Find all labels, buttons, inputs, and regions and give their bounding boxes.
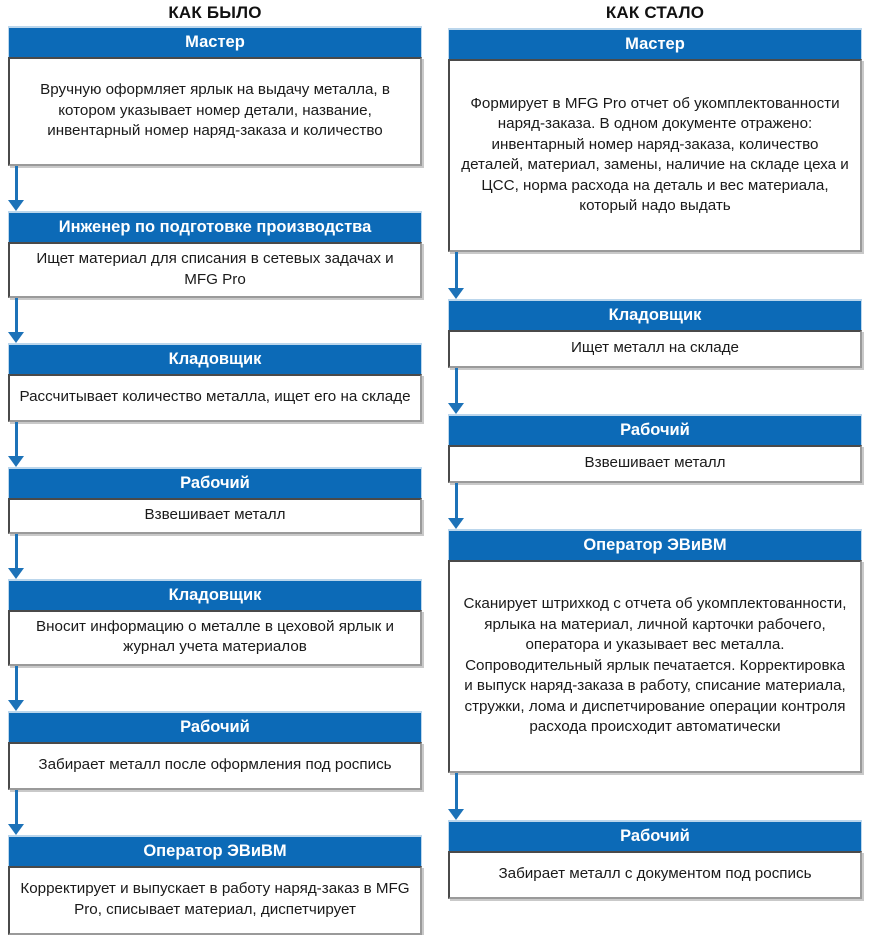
block-role-header: Кладовщик (8, 578, 422, 610)
block-role-header: Мастер (448, 28, 862, 59)
block-role-header: Кладовщик (8, 343, 422, 374)
arrow-shaft (454, 483, 458, 519)
block-description: Забирает металл с документом под роспись (448, 851, 862, 899)
block-description: Вносит информацию о металле в цеховой яр… (8, 609, 422, 666)
arrow-shaft (14, 665, 18, 701)
flow-arrow-down-icon (448, 252, 464, 299)
arrow-shaft (14, 422, 18, 457)
block-description: Корректирует и выпускает в работу наряд-… (8, 865, 422, 935)
arrow-head (8, 699, 24, 711)
block-description: Вручную оформляет ярлык на выдачу металл… (8, 57, 422, 166)
block-role-header: Рабочий (448, 414, 862, 445)
flow-arrow-down-icon (8, 665, 24, 711)
block-role-header: Кладовщик (448, 299, 862, 330)
arrow-head (8, 456, 24, 467)
block-role-header: Рабочий (8, 710, 422, 742)
block-role-header: Рабочий (8, 467, 422, 498)
block-role-header: Оператор ЭВиВМ (448, 529, 862, 560)
block-description: Формирует в MFG Pro отчет об укомплектов… (448, 59, 862, 252)
arrow-head (448, 403, 464, 414)
block-role-header: Инженер по подготовке производства (8, 211, 422, 242)
flow-arrow-down-icon (8, 422, 24, 467)
arrow-shaft (454, 368, 458, 404)
block-description: Взвешивает металл (8, 498, 422, 534)
block-role-header: Рабочий (448, 820, 862, 851)
arrow-head (448, 809, 464, 820)
flow-arrow-down-icon (448, 773, 464, 820)
block-description: Рассчитывает количество металла, ищет ег… (8, 374, 422, 422)
block-role-header: Мастер (8, 26, 422, 57)
block-description: Ищет металл на складе (448, 330, 862, 368)
flow-arrow-down-icon (8, 789, 24, 835)
arrow-head (448, 288, 464, 299)
arrow-shaft (454, 252, 458, 289)
arrow-head (8, 567, 24, 579)
flow-arrow-down-icon (448, 483, 464, 529)
arrow-head (8, 823, 24, 835)
arrow-shaft (454, 773, 458, 810)
block-description: Сканирует штрихкод с отчета об укомплект… (448, 560, 862, 773)
block-description: Ищет материал для списания в сетевых зад… (8, 242, 422, 298)
block-description: Забирает металл после оформления под рос… (8, 741, 422, 790)
column-title-before: КАК БЫЛО (168, 3, 262, 22)
column-title-after: КАК СТАЛО (605, 3, 705, 22)
block-description: Взвешивает металл (448, 445, 862, 483)
arrow-shaft (14, 166, 18, 201)
flow-arrow-down-icon (8, 533, 24, 579)
block-role-header: Оператор ЭВиВМ (8, 834, 422, 866)
arrow-shaft (14, 298, 18, 333)
flow-arrow-down-icon (448, 368, 464, 414)
arrow-head (448, 518, 464, 529)
arrow-shaft (14, 789, 18, 825)
arrow-shaft (14, 533, 18, 569)
flow-arrow-down-icon (8, 298, 24, 343)
arrow-head (8, 200, 24, 211)
flow-arrow-down-icon (8, 166, 24, 211)
arrow-head (8, 332, 24, 343)
